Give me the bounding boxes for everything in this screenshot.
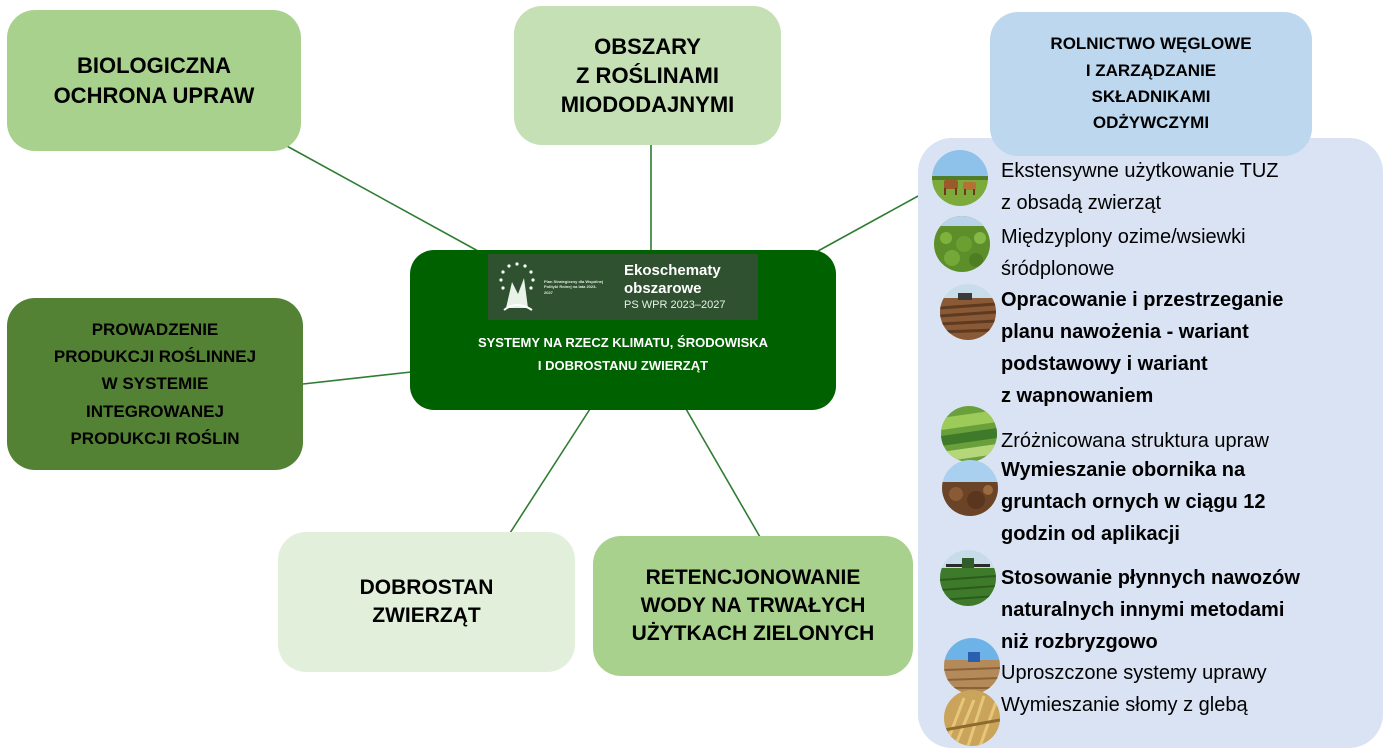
logo-title: Ekoschematy <box>624 262 721 280</box>
practice-zroznicowana-struktura: Zróżnicowana struktura upraw <box>1001 430 1269 452</box>
node-dobrostan-zwierzat: DOBROSTAN ZWIERZĄT <box>278 532 575 672</box>
ekoschematy-logo: Plan Strategiczny dla Wspólnej Polityki … <box>488 254 758 320</box>
connector-prowadzenie <box>302 371 412 385</box>
tillage-photo <box>944 638 1000 694</box>
tractor-field-photo <box>940 284 996 340</box>
practice-miedzyplony: Międzyplony ozime/wsiewki śródplonowe <box>1001 226 1246 280</box>
connector-retencja <box>685 408 761 538</box>
cover-crop-photo <box>934 216 990 272</box>
connector-bio <box>284 144 479 252</box>
node-integrowana-produkcja: PROWADZENIE PRODUKCJI ROŚLINNEJ W SYSTEM… <box>7 298 303 470</box>
center-node: Plan Strategiczny dla Wspólnej Polityki … <box>410 250 836 410</box>
logo-text: Ekoschematy obszarowe PS WPR 2023–2027 <box>624 262 726 311</box>
manure-photo <box>942 460 998 516</box>
straw-photo <box>944 690 1000 746</box>
practice-uproszczone-systemy: Uproszczone systemy uprawy <box>1001 662 1267 684</box>
connector-rolnictwo <box>817 194 921 252</box>
node-biologiczna-ochrona-upraw: BIOLOGICZNA OCHRONA UPRAW <box>7 10 301 151</box>
connector-dobrostan <box>509 408 591 534</box>
practice-ekstensywne-tuz: Ekstensywne użytkowanie TUZ z obsadą zwi… <box>1001 160 1279 214</box>
sprayer-photo <box>940 550 996 606</box>
node-obszary-miododajne: OBSZARY Z ROŚLINAMI MIODODAJNYMI <box>514 6 781 145</box>
node-rolnictwo-weglowe: ROLNICTWO WĘGLOWE I ZARZĄDZANIE SKŁADNIK… <box>990 12 1312 156</box>
center-caption: SYSTEMY NA RZECZ KLIMATU, ŚRODOWISKA I D… <box>477 335 769 373</box>
crop-fields-photo <box>941 406 997 462</box>
practice-plynne-nawozy: Stosowanie płynnych nawozów naturalnych … <box>1001 567 1300 653</box>
practice-wymieszanie-slomy: Wymieszanie słomy z glebą <box>1001 694 1248 716</box>
cows-pasture-photo <box>932 150 988 206</box>
practice-plan-nawozenia: Opracowanie i przestrzeganie planu nawoż… <box>1001 289 1284 407</box>
practice-wymieszanie-obornika: Wymieszanie obornika na gruntach ornych … <box>1001 459 1266 545</box>
logo-title-second: obszarowe <box>624 279 702 297</box>
logo-subtitle: PS WPR 2023–2027 <box>624 298 726 311</box>
logo-small-caption: Plan Strategiczny dla Wspólnej Polityki … <box>544 279 604 295</box>
stars-emblem-icon <box>499 262 535 311</box>
node-retencjonowanie-wody: RETENCJONOWANIE WODY NA TRWAŁYCH UŻYTKAC… <box>593 536 913 676</box>
